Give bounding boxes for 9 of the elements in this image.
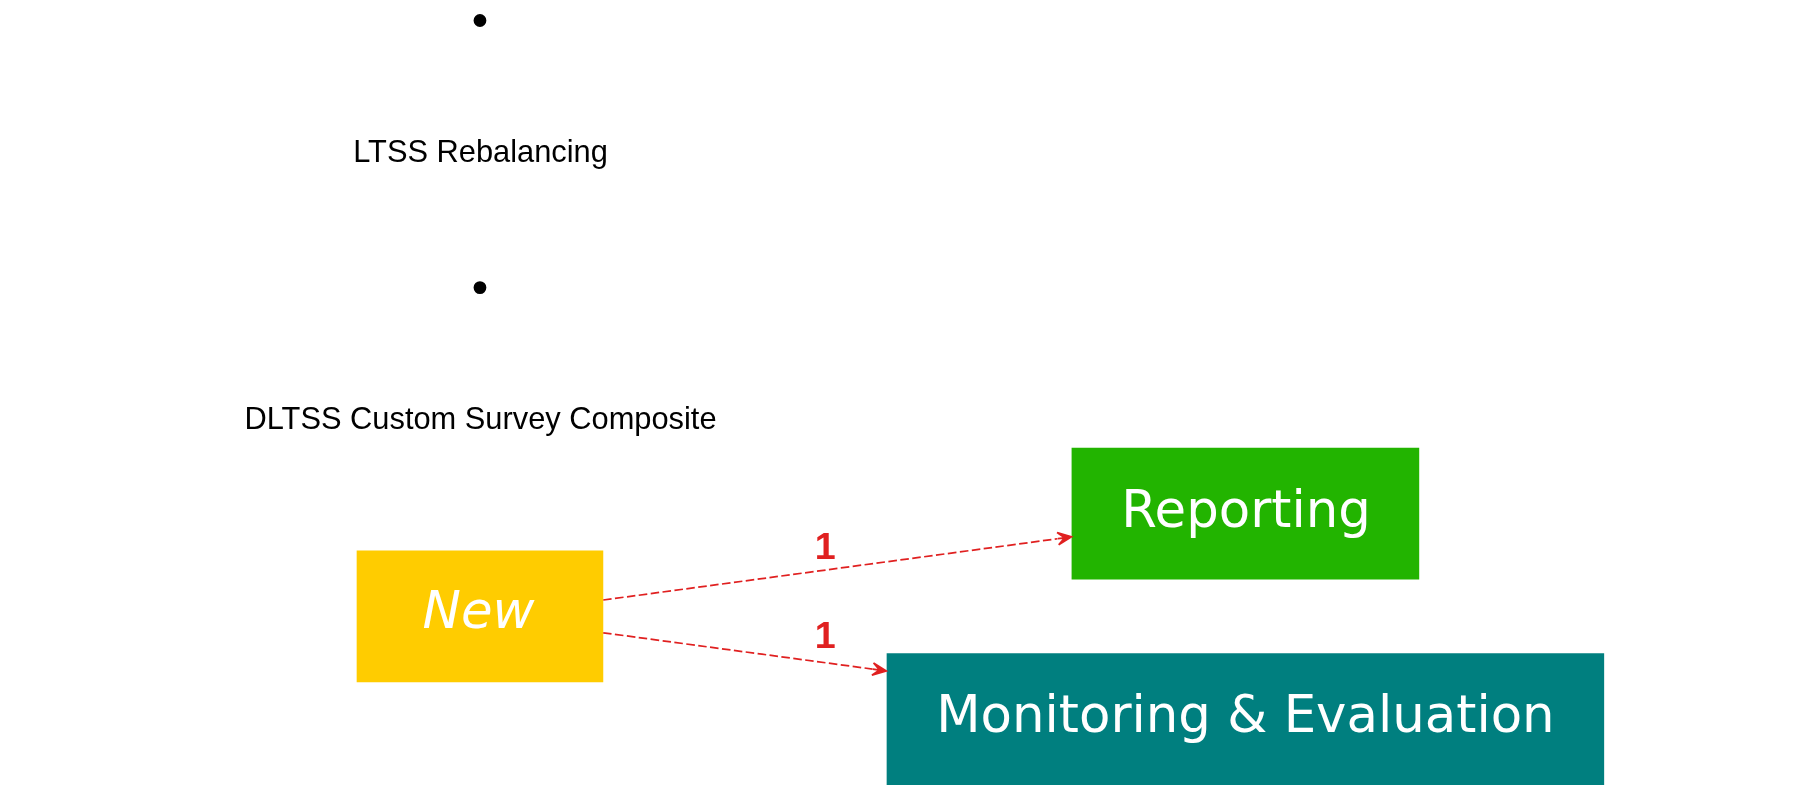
label: DLTSS Custom Survey Composite bbox=[244, 400, 717, 436]
arrow bbox=[602, 631, 888, 677]
edge-label: 1 bbox=[814, 525, 836, 568]
label: LTSS Rebalancing bbox=[353, 133, 608, 169]
node-box: Reporting bbox=[1071, 447, 1420, 580]
edge-label: 1 bbox=[814, 614, 836, 657]
node-box: New bbox=[356, 550, 604, 683]
node-box: Monitoring & Evaluation bbox=[886, 653, 1605, 786]
arrow bbox=[602, 531, 1073, 601]
